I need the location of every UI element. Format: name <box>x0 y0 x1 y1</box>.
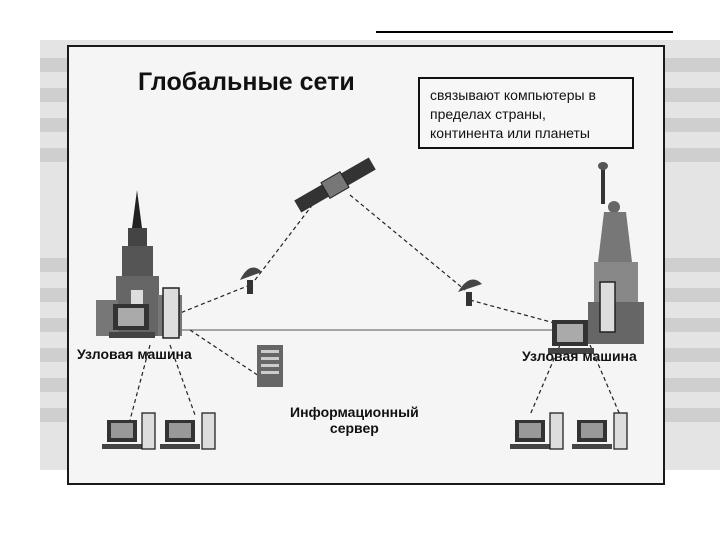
link-left-server <box>189 329 266 381</box>
right-node-computer-icon <box>548 281 616 354</box>
link-left-client2 <box>169 344 196 416</box>
header-rule <box>376 31 673 33</box>
connection-lines <box>129 194 621 421</box>
satellite-dish-left-icon <box>240 267 262 294</box>
link-right-client2 <box>589 344 621 416</box>
satellite-dish-right-icon <box>458 279 482 306</box>
client-computer-icon <box>102 412 156 450</box>
information-server-icon <box>257 345 283 387</box>
link-left-client1 <box>129 344 151 421</box>
statue-of-liberty-icon <box>588 162 644 344</box>
client-computer-icon <box>572 412 628 450</box>
satellite-icon <box>294 157 376 213</box>
link-dish-to-right <box>469 299 581 331</box>
server-label: Информационный сервер <box>290 404 419 436</box>
diagram-title: Глобальные сети <box>138 68 355 96</box>
node-label-right: Узловая машина <box>522 348 637 364</box>
link-left-to-dish <box>174 284 251 316</box>
left-node-computer-icon <box>109 287 180 339</box>
link-satellite-to-dish <box>349 194 466 291</box>
node-label-left: Узловая машина <box>77 346 192 362</box>
client-computer-icon <box>160 412 216 450</box>
client-computer-icon <box>510 412 564 450</box>
link-dish-to-satellite <box>254 194 321 281</box>
link-right-client1 <box>529 344 561 416</box>
description-box: связывают компьютеры в пределах страны, … <box>418 77 634 149</box>
